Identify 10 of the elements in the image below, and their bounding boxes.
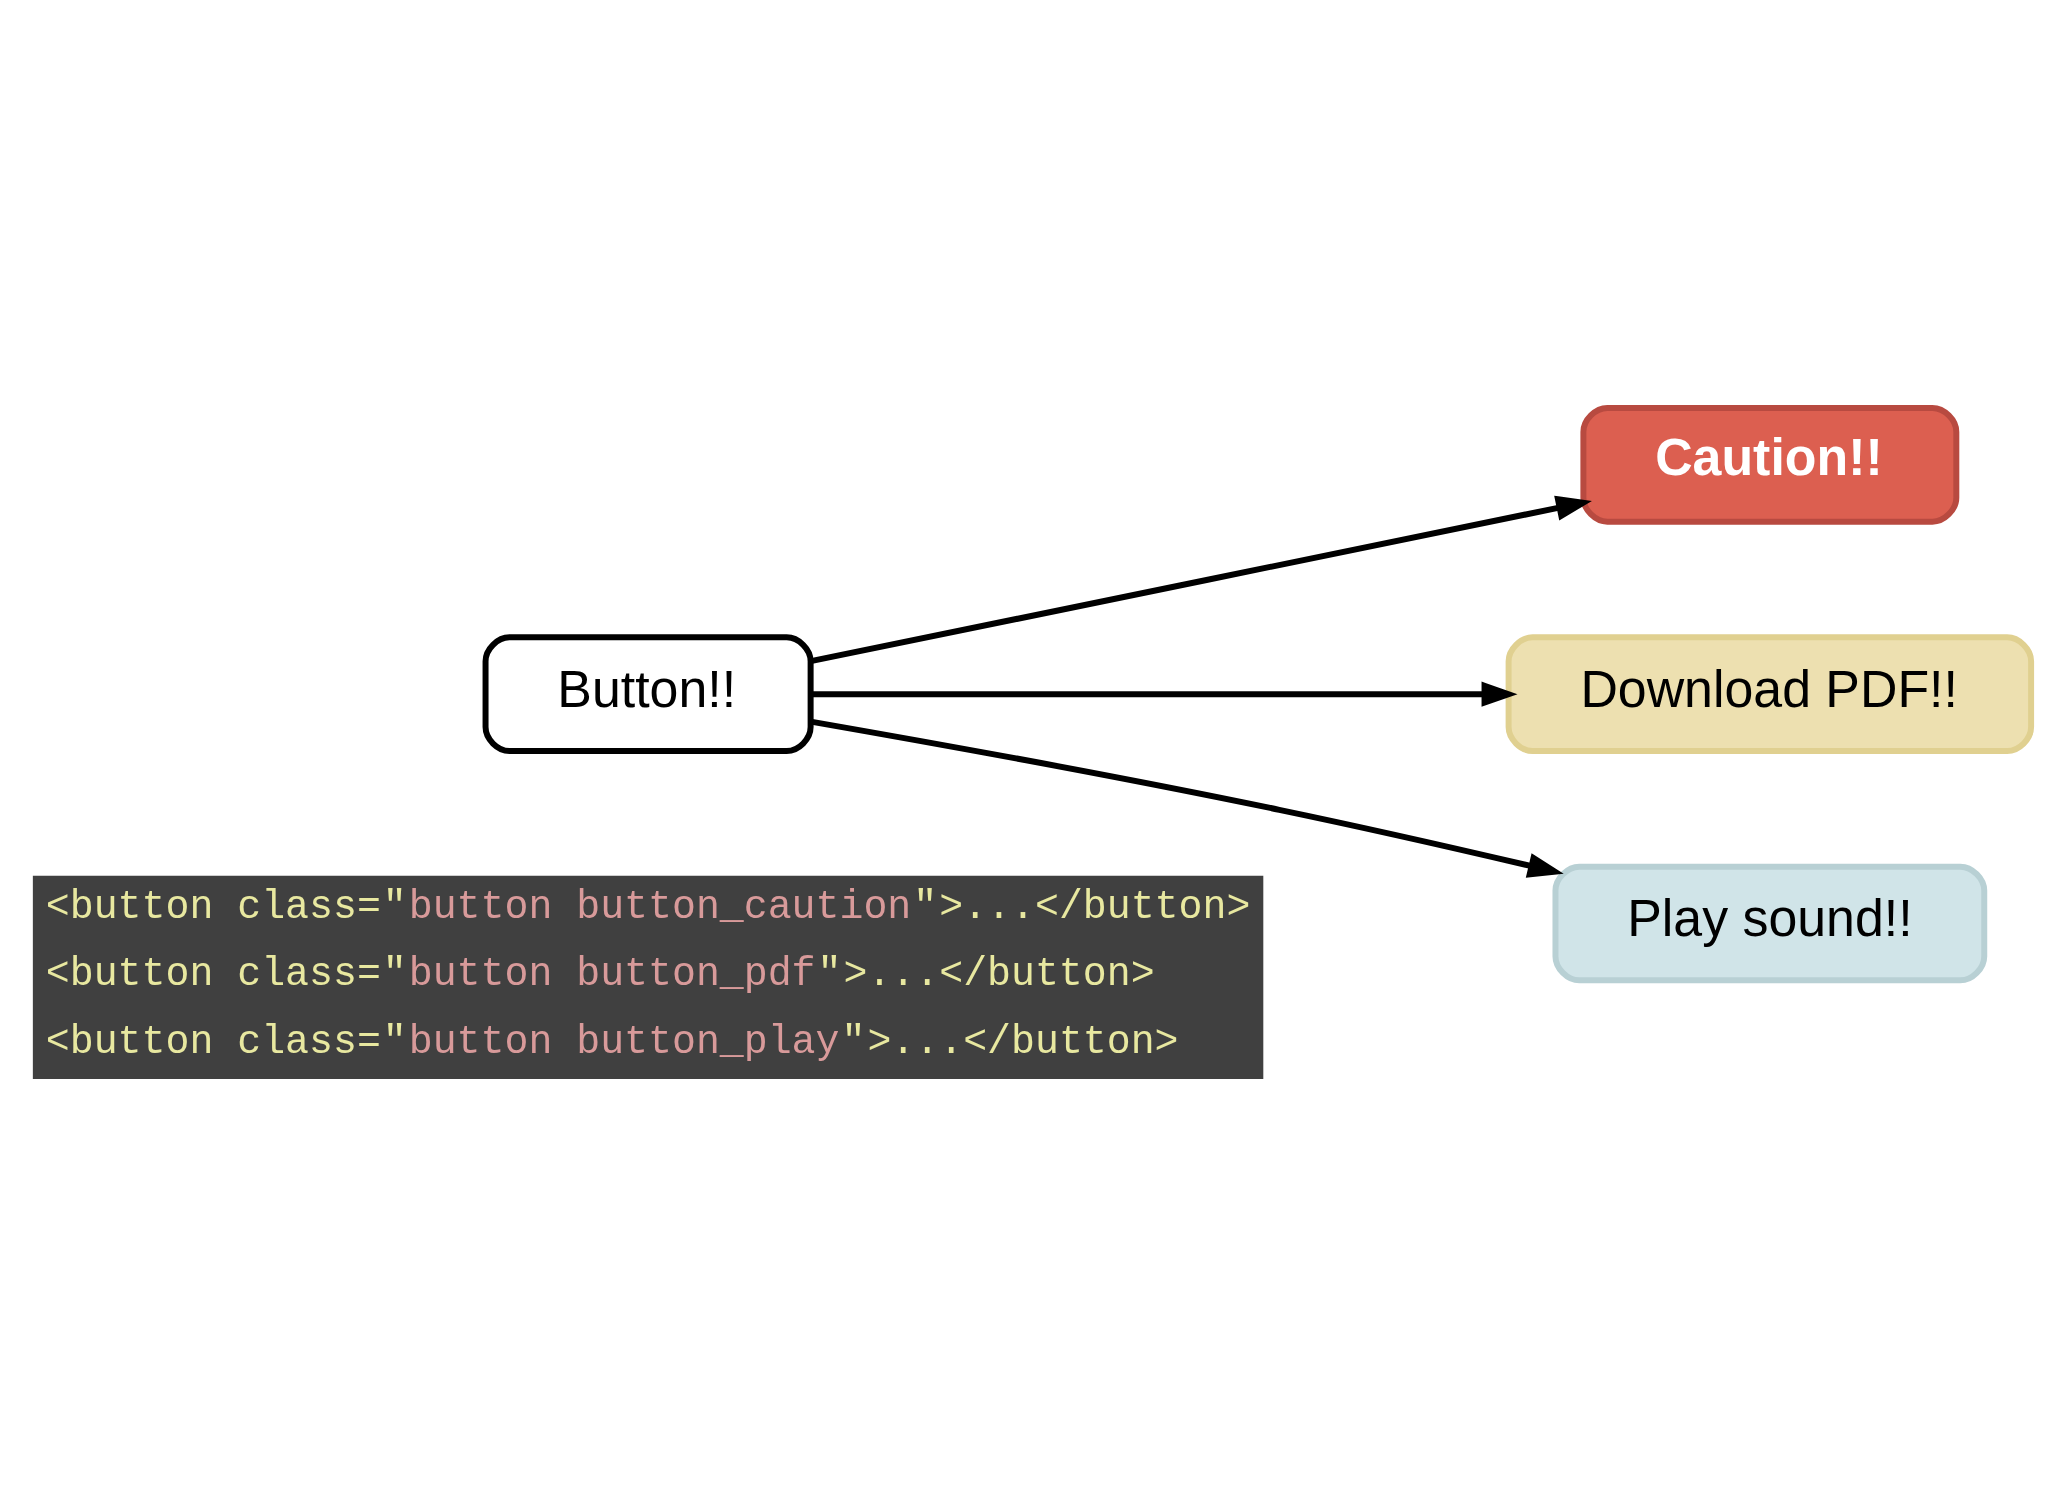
arrow bbox=[810, 718, 1564, 878]
node-box: Download PDF!! bbox=[1505, 633, 2035, 754]
node-box: Play sound!! bbox=[1552, 863, 1988, 983]
arrow bbox=[810, 495, 1592, 664]
arrow bbox=[810, 681, 1518, 707]
node-box: Caution!! bbox=[1580, 404, 1960, 525]
label: <button class="button button_caution">...</button> bbox=[45, 884, 1251, 930]
label: <button class="button button_pdf">...</button> bbox=[45, 951, 1155, 997]
node-box: Button!! bbox=[482, 633, 814, 754]
label: <button class="button button_play">...</button> bbox=[45, 1019, 1179, 1065]
